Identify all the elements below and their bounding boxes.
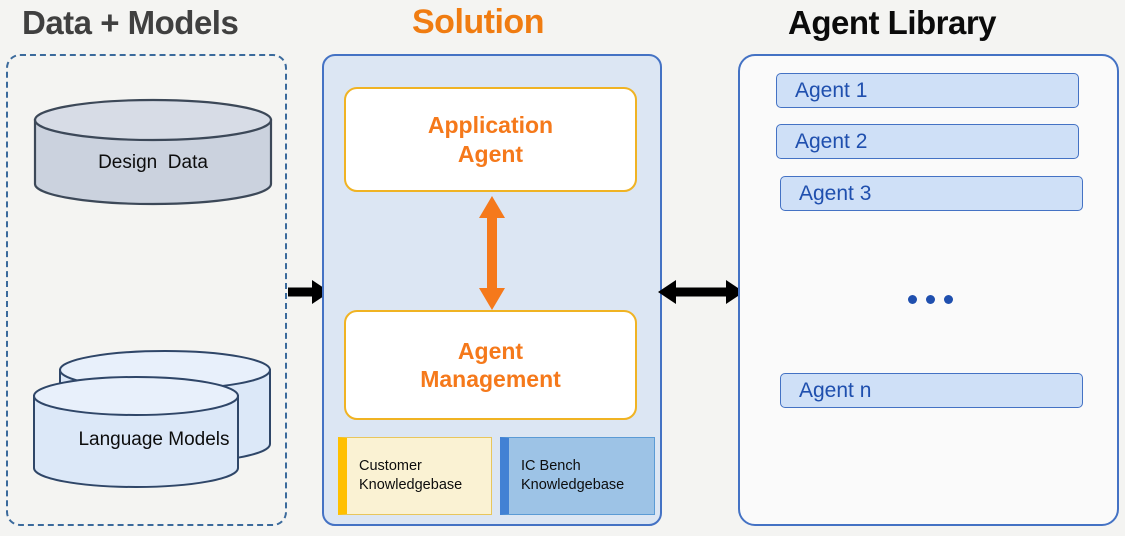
stacked-cylinder-icon <box>33 350 271 488</box>
ellipsis-dot <box>926 295 935 304</box>
list-item-agent-3[interactable]: Agent 3 <box>780 176 1083 211</box>
knowledgebase-customer[interactable]: Customer Knowledgebase <box>338 437 492 515</box>
knowledgebase-ic-bench-line2: Knowledgebase <box>521 477 625 493</box>
card-application-agent[interactable]: Application Agent <box>344 87 637 192</box>
card-agent-management[interactable]: Agent Management <box>344 310 637 420</box>
cylinder-label-design-data: Design Data <box>98 152 208 173</box>
list-item-agent-2[interactable]: Agent 2 <box>776 124 1079 159</box>
knowledgebase-customer-line1: Customer <box>359 458 422 475</box>
page-title-solution: Solution <box>412 3 544 41</box>
knowledgebase-ic-bench[interactable]: IC Bench Knowledgebase <box>500 437 655 515</box>
card-agent-management-line1: Agent <box>457 337 524 364</box>
arrow-data-to-solution-icon <box>288 280 330 304</box>
database-cylinder-language-models: Language Models <box>28 348 280 494</box>
page-title-agent-library: Agent Library <box>788 4 997 41</box>
card-application-agent-line2: Agent <box>457 140 524 167</box>
page-title-data-models: Data + Models <box>22 4 239 41</box>
card-agent-management-line2: Management <box>420 366 561 392</box>
list-item-agent-1[interactable]: Agent 1 <box>776 73 1079 108</box>
ellipsis-more-agents-icon <box>908 295 968 304</box>
card-application-agent-line1: Application <box>427 112 554 139</box>
knowledgebase-customer-line2: Knowledgebase <box>359 477 463 493</box>
list-item-agent-n[interactable]: Agent n <box>780 373 1083 408</box>
cylinder-icon <box>33 98 273 206</box>
arrow-application-to-management-icon <box>479 196 505 310</box>
ellipsis-dot <box>944 295 953 304</box>
arrow-solution-to-library-icon <box>658 280 744 304</box>
knowledgebase-ic-bench-line1: IC Bench <box>521 458 581 475</box>
panel-data-models <box>6 54 287 526</box>
ellipsis-dot <box>908 295 917 304</box>
cylinder-label-language-models: Language Models <box>78 429 230 450</box>
database-cylinder-design-data: Design Data <box>33 98 273 206</box>
